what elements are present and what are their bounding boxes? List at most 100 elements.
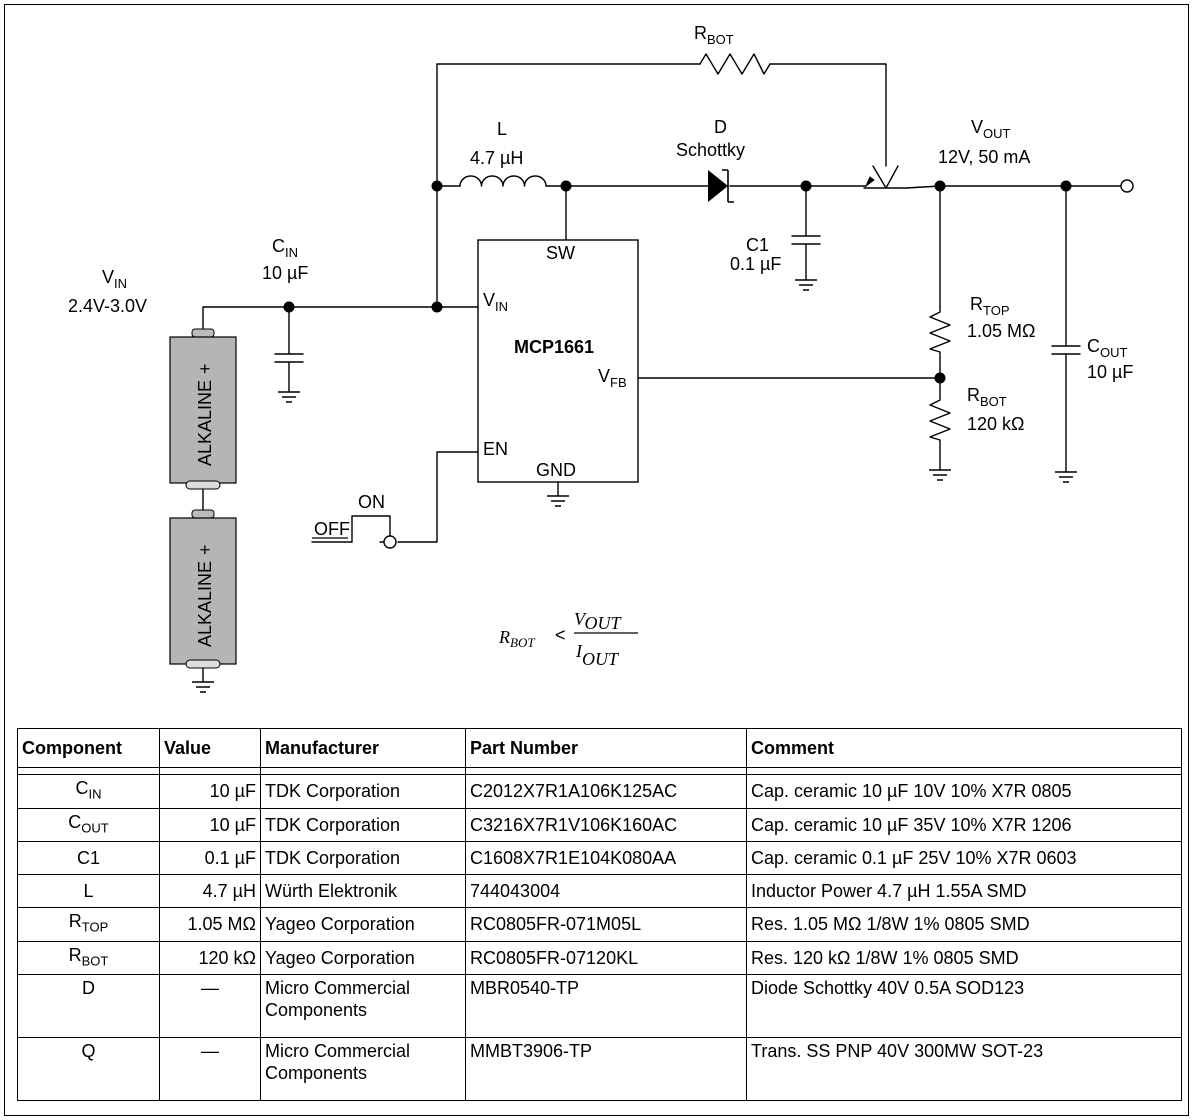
label-cin-value: 10 µF [262, 263, 308, 283]
label-cout: COUT [1087, 336, 1128, 360]
bom-cell-component: D [17, 974, 160, 1039]
junction-dots [283, 180, 1072, 384]
chip-pin-en: EN [483, 439, 508, 459]
bom-cell-comment: Res. 1.05 MΩ 1/8W 1% 0805 SMD [746, 907, 1182, 942]
bom-header-part-number: Part Number [465, 728, 747, 768]
bom-cell-part-number: C2012X7R1A106K125AC [465, 774, 747, 809]
bom-cell-manufacturer: Würth Elektronik [260, 874, 466, 909]
label-rbot-top: RBOT [694, 23, 734, 47]
svg-text:<: < [555, 625, 566, 645]
mcp1661-chip [477, 239, 639, 483]
label-c1-value: 0.1 µF [730, 254, 781, 274]
bom-table: Component Value Manufacturer Part Number… [17, 728, 1182, 1102]
rbot-top-resistor [699, 53, 771, 75]
bom-header-component: Component [17, 728, 160, 768]
schematic-diagram: RBOT L 4.7 µH D Schottky VOUT 12V, 50 mA… [68, 23, 1134, 693]
bom-cell-component: CIN [17, 774, 160, 809]
rtop-resistor [929, 305, 951, 359]
rbot-resistor [929, 389, 951, 471]
battery-top-label: ALKALINE+ [195, 363, 215, 466]
wire-en [397, 451, 479, 543]
bom-cell-manufacturer: Yageo Corporation [260, 907, 466, 942]
label-rtop-value: 1.05 MΩ [967, 321, 1035, 341]
label-c1-name: C1 [746, 235, 769, 255]
bom-cell-comment: Cap. ceramic 10 µF 35V 10% X7R 1206 [746, 807, 1182, 843]
label-cin: CIN [272, 236, 298, 260]
label-inductor-name: L [497, 119, 507, 139]
label-vout: VOUT [971, 117, 1011, 141]
chip-name: MCP1661 [514, 337, 594, 357]
label-vin: VIN [102, 267, 127, 291]
bom-cell-value: 120 kΩ [159, 940, 261, 976]
bom-cell-value: — [159, 1037, 261, 1102]
wire-rbot-loop [436, 63, 887, 187]
bom-cell-comment: Diode Schottky 40V 0.5A SOD123 [746, 974, 1182, 1039]
svg-text:VOUT: VOUT [574, 609, 622, 633]
bom-cell-value: 0.1 µF [159, 841, 261, 876]
rbot-formula: RBOT < VOUT IOUT [498, 609, 638, 669]
label-switch-on: ON [358, 492, 385, 512]
label-cout-value: 10 µF [1087, 362, 1133, 382]
svg-text:RBOT: RBOT [498, 627, 535, 650]
bom-cell-part-number: MBR0540-TP [465, 974, 747, 1039]
bom-cell-part-number: MMBT3906-TP [465, 1037, 747, 1102]
bom-cell-value: 1.05 MΩ [159, 907, 261, 942]
chip-pin-sw: SW [546, 243, 575, 263]
bom-cell-manufacturer: Yageo Corporation [260, 940, 466, 976]
label-switch-off: OFF [314, 519, 350, 539]
label-diode-name: D [714, 117, 727, 137]
battery-bottom [169, 509, 237, 669]
bom-header-manufacturer: Manufacturer [260, 728, 466, 768]
bom-cell-comment: Cap. ceramic 0.1 µF 25V 10% X7R 0603 [746, 841, 1182, 876]
bom-cell-comment: Res. 120 kΩ 1/8W 1% 0805 SMD [746, 940, 1182, 976]
diode-symbol [708, 169, 734, 203]
bom-cell-component: RBOT [17, 940, 160, 976]
chip-pin-gnd: GND [536, 460, 576, 480]
battery-top [169, 328, 237, 490]
bom-cell-manufacturer: TDK Corporation [260, 774, 466, 809]
label-vin-range: 2.4V-3.0V [68, 296, 147, 316]
bom-cell-component: RTOP [17, 907, 160, 942]
bom-cell-value: — [159, 974, 261, 1039]
bom-header-row: Component Value Manufacturer Part Number… [17, 728, 1182, 768]
bom-cell-part-number: RC0805FR-071M05L [465, 907, 747, 942]
label-diode-type: Schottky [676, 140, 745, 160]
bom-cell-part-number: C1608X7R1E104K080AA [465, 841, 747, 876]
output-terminal [1120, 179, 1134, 193]
cin-capacitor [274, 306, 304, 393]
bom-cell-component: Q [17, 1037, 160, 1102]
bom-cell-part-number: 744043004 [465, 874, 747, 909]
cout-capacitor [1051, 185, 1081, 473]
label-rbot: RBOT [967, 385, 1007, 409]
label-vout-spec: 12V, 50 mA [938, 147, 1030, 167]
label-inductor-value: 4.7 µH [470, 148, 523, 168]
bom-cell-component: COUT [17, 807, 160, 843]
chip-pin-vin: VIN [483, 290, 508, 314]
bom-cell-component: L [17, 874, 160, 909]
bom-cell-part-number: RC0805FR-07120KL [465, 940, 747, 976]
transistor-arrow [864, 176, 875, 188]
transistor-body [863, 165, 941, 189]
ground-symbols [192, 279, 1077, 693]
label-rbot-value: 120 kΩ [967, 414, 1025, 434]
bom-cell-value: 10 µF [159, 774, 261, 809]
bom-cell-comment: Trans. SS PNP 40V 300MW SOT-23 [746, 1037, 1182, 1102]
switch-terminal [383, 535, 397, 549]
bom-cell-manufacturer: Micro Commercial Components [260, 974, 466, 1039]
bom-cell-manufacturer: Micro Commercial Components [260, 1037, 466, 1102]
bom-cell-manufacturer: TDK Corporation [260, 841, 466, 876]
bom-cell-comment: Cap. ceramic 10 µF 10V 10% X7R 0805 [746, 774, 1182, 809]
c1-capacitor [791, 185, 821, 281]
bom-cell-comment: Inductor Power 4.7 µH 1.55A SMD [746, 874, 1182, 909]
inductor-coil [459, 175, 547, 187]
wire-vin [202, 185, 479, 335]
bom-cell-value: 10 µF [159, 807, 261, 843]
